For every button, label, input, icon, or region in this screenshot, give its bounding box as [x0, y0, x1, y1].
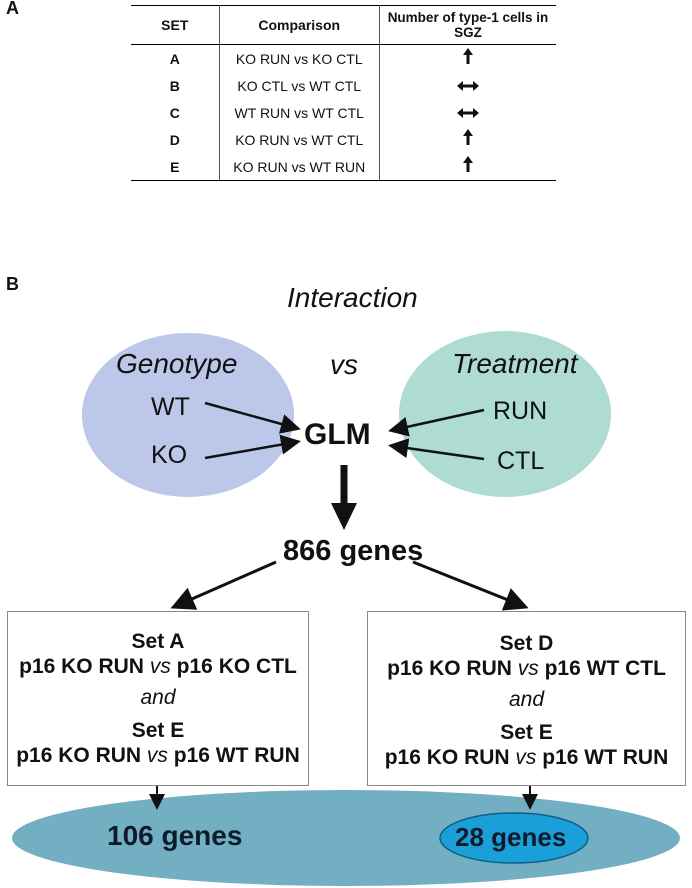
- genes-total: 866 genes: [283, 535, 424, 567]
- left-set1-comparison: p16 KO RUN vs p16 KO CTL: [8, 654, 308, 679]
- treatment-title: Treatment: [452, 348, 578, 379]
- arrow-genes-to-right-box: [412, 560, 529, 611]
- up-arrow-icon: [379, 126, 556, 153]
- left-set2-title: Set E: [131, 719, 185, 742]
- right-set2-vs: vs: [515, 746, 537, 769]
- genotype-ko: KO: [151, 441, 188, 469]
- treatment-run: RUN: [493, 397, 548, 425]
- comparison-cell: KO RUN vs WT CTL: [219, 126, 380, 153]
- comparison-cell: KO RUN vs KO CTL: [219, 44, 380, 72]
- panel-b-label: B: [6, 274, 19, 294]
- arrow-ctl-to-glm: [388, 438, 485, 461]
- left-set1-left: p16 KO RUN: [19, 655, 144, 678]
- left-right-arrow-icon: [379, 99, 556, 126]
- left-set2-vs: vs: [146, 744, 168, 767]
- arrow-run-to-glm: [388, 408, 485, 437]
- up-arrow-icon: [379, 45, 556, 73]
- set-cell: E: [131, 153, 220, 181]
- result-inner-ellipse: [439, 812, 589, 864]
- comparison-cell: KO CTL vs WT CTL: [219, 72, 380, 99]
- right-set1-title: Set D: [499, 632, 554, 655]
- right-set2-title: Set E: [500, 721, 553, 744]
- comparison-table: SET Comparison Number of type-1 cells in…: [131, 5, 556, 181]
- genotype-ellipse: [82, 333, 294, 497]
- up-arrow-icon: [379, 153, 556, 181]
- set-cell: B: [131, 72, 220, 99]
- left-set2-right: p16 WT RUN: [173, 744, 300, 767]
- comparison-cell: WT RUN vs WT CTL: [219, 99, 380, 126]
- right-set1-right: p16 WT CTL: [544, 657, 666, 680]
- right-set1-vs: vs: [517, 657, 539, 680]
- left-set-box: Set A p16 KO RUN vs p16 KO CTL and Set E…: [7, 611, 309, 786]
- set-cell: D: [131, 126, 220, 153]
- right-set-box: Set D p16 KO RUN vs p16 WT CTL and Set E…: [367, 611, 686, 786]
- set-cell: C: [131, 99, 220, 126]
- arrow-genes-to-left-box: [170, 560, 277, 610]
- left-right-arrow-icon: [379, 72, 556, 99]
- vs-label: vs: [330, 349, 358, 380]
- left-set1-right: p16 KO CTL: [176, 655, 297, 678]
- left-set2-left: p16 KO RUN: [16, 744, 142, 767]
- left-set1-vs: vs: [149, 655, 171, 678]
- right-set2-left: p16 KO RUN: [384, 746, 510, 769]
- left-set2-comparison: p16 KO RUN vs p16 WT RUN: [8, 743, 308, 768]
- genotype-wt: WT: [151, 393, 190, 421]
- glm-label: GLM: [304, 418, 371, 451]
- right-set1-comparison: p16 KO RUN vs p16 WT CTL: [368, 656, 685, 681]
- right-set2-comparison: p16 KO RUN vs p16 WT RUN: [368, 745, 685, 770]
- left-and-label: and: [140, 686, 176, 709]
- table-header-set: SET: [131, 5, 220, 45]
- interaction-title: Interaction: [287, 282, 418, 313]
- result-left-genes: 106 genes: [107, 820, 243, 851]
- comparison-cell: KO RUN vs WT RUN: [219, 153, 380, 181]
- result-right-genes: 28 genes: [455, 822, 567, 852]
- arrow-wt-to-glm: [204, 401, 301, 434]
- panel-a-label: A: [6, 0, 19, 18]
- set-cell: A: [131, 44, 220, 72]
- genotype-title: Genotype: [116, 348, 238, 379]
- left-set1-title: Set A: [131, 630, 185, 653]
- right-set1-left: p16 KO RUN: [387, 657, 512, 680]
- right-set2-right: p16 WT RUN: [542, 746, 669, 769]
- treatment-ctl: CTL: [497, 447, 545, 475]
- table-header-type1-cells: Number of type-1 cells in SGZ: [379, 5, 556, 45]
- arrow-ko-to-glm: [204, 434, 301, 460]
- table-header-comparison: Comparison: [219, 5, 380, 45]
- arrowhead-glm-to-genes: [331, 503, 357, 530]
- right-and-label: and: [508, 688, 545, 711]
